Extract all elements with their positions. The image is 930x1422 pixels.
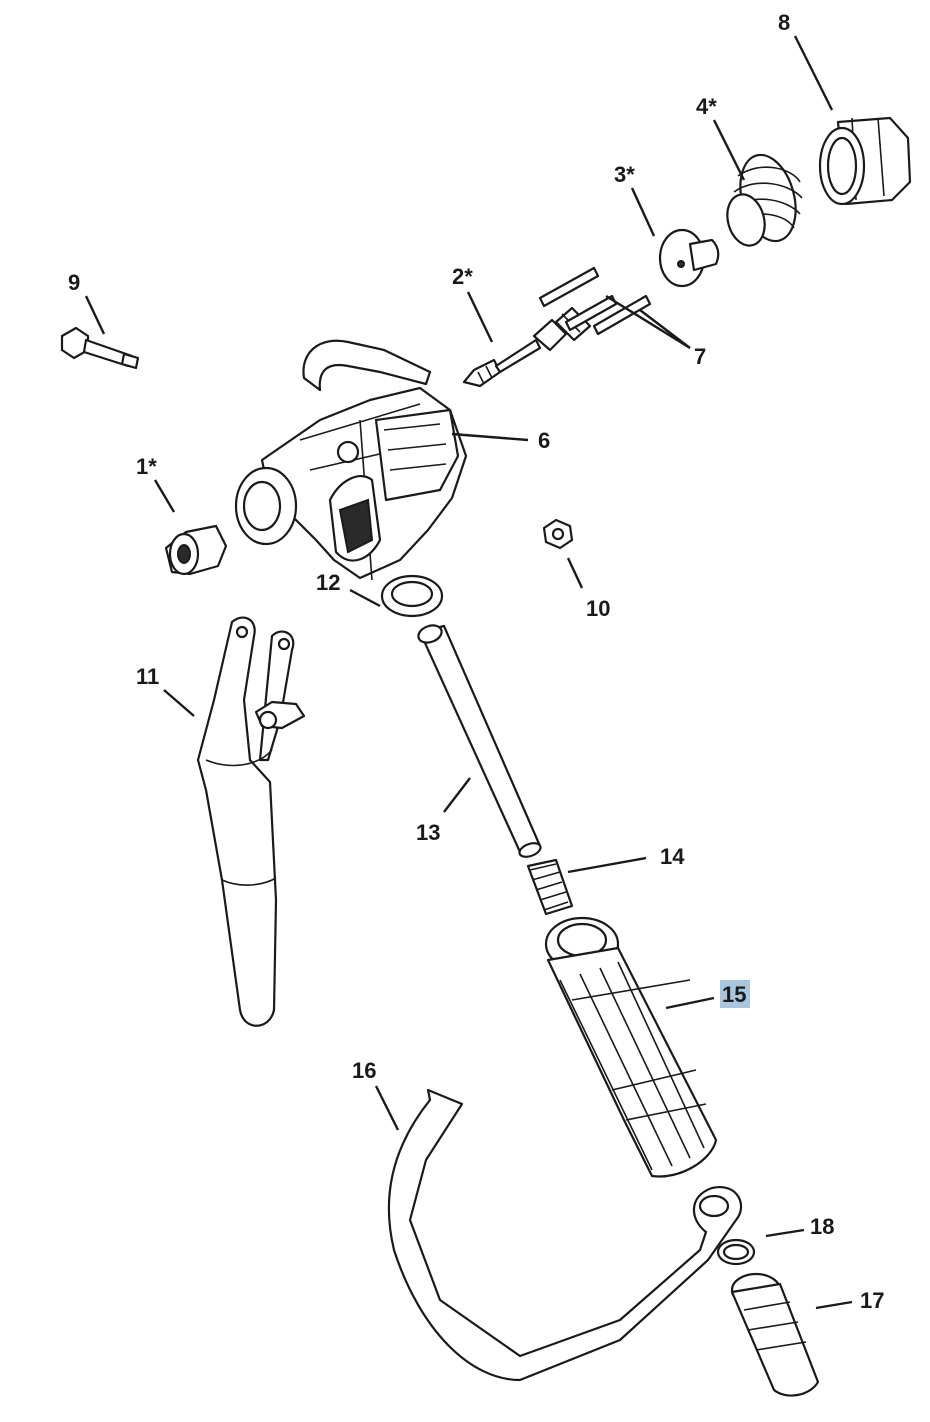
callout-6[interactable]: 6: [538, 428, 550, 453]
part-9-bolt: [60, 326, 140, 370]
part-12-seal: [380, 574, 444, 618]
part-6-gun-body: [234, 339, 468, 581]
callout-7[interactable]: 7: [694, 344, 706, 369]
callout-10[interactable]: 10: [586, 596, 610, 621]
callout-11[interactable]: 11: [136, 664, 159, 689]
callout-12[interactable]: 12: [316, 570, 340, 595]
callout-1[interactable]: 1*: [136, 454, 157, 479]
part-15-handle: [544, 916, 718, 1178]
part-13-tube: [417, 624, 542, 858]
leader-lines: [84, 35, 853, 1310]
part-3-seat: [658, 228, 720, 288]
part-18-oring: [716, 1238, 756, 1266]
callout-4[interactable]: 4*: [696, 94, 717, 119]
callout-16[interactable]: 16: [352, 1058, 376, 1083]
callout-18[interactable]: 18: [810, 1214, 834, 1239]
callout-9[interactable]: 9: [68, 270, 80, 295]
callout-17[interactable]: 17: [860, 1288, 884, 1313]
callout-2[interactable]: 2*: [452, 264, 473, 289]
callout-14[interactable]: 14: [660, 844, 685, 869]
part-10-small-nut: [542, 518, 574, 550]
callout-3[interactable]: 3*: [614, 162, 635, 187]
callout-labels: 8 4* 3* 2* 9 7 6 1* 12 10 11 13 14 15 16…: [68, 10, 884, 1313]
part-7-pins: [538, 266, 652, 336]
part-4-spring: [726, 153, 803, 247]
part-14-spring: [526, 858, 574, 916]
highlight-box: [720, 980, 750, 1008]
part-11-trigger: [196, 616, 306, 1027]
callout-8[interactable]: 8: [778, 10, 790, 35]
part-8-nut: [818, 116, 912, 206]
part-1-plug: [164, 524, 228, 576]
part-16-guard: [387, 1088, 742, 1382]
callout-15[interactable]: 15: [722, 982, 746, 1007]
callout-13[interactable]: 13: [416, 820, 440, 845]
part-17-fitting: [730, 1272, 820, 1397]
